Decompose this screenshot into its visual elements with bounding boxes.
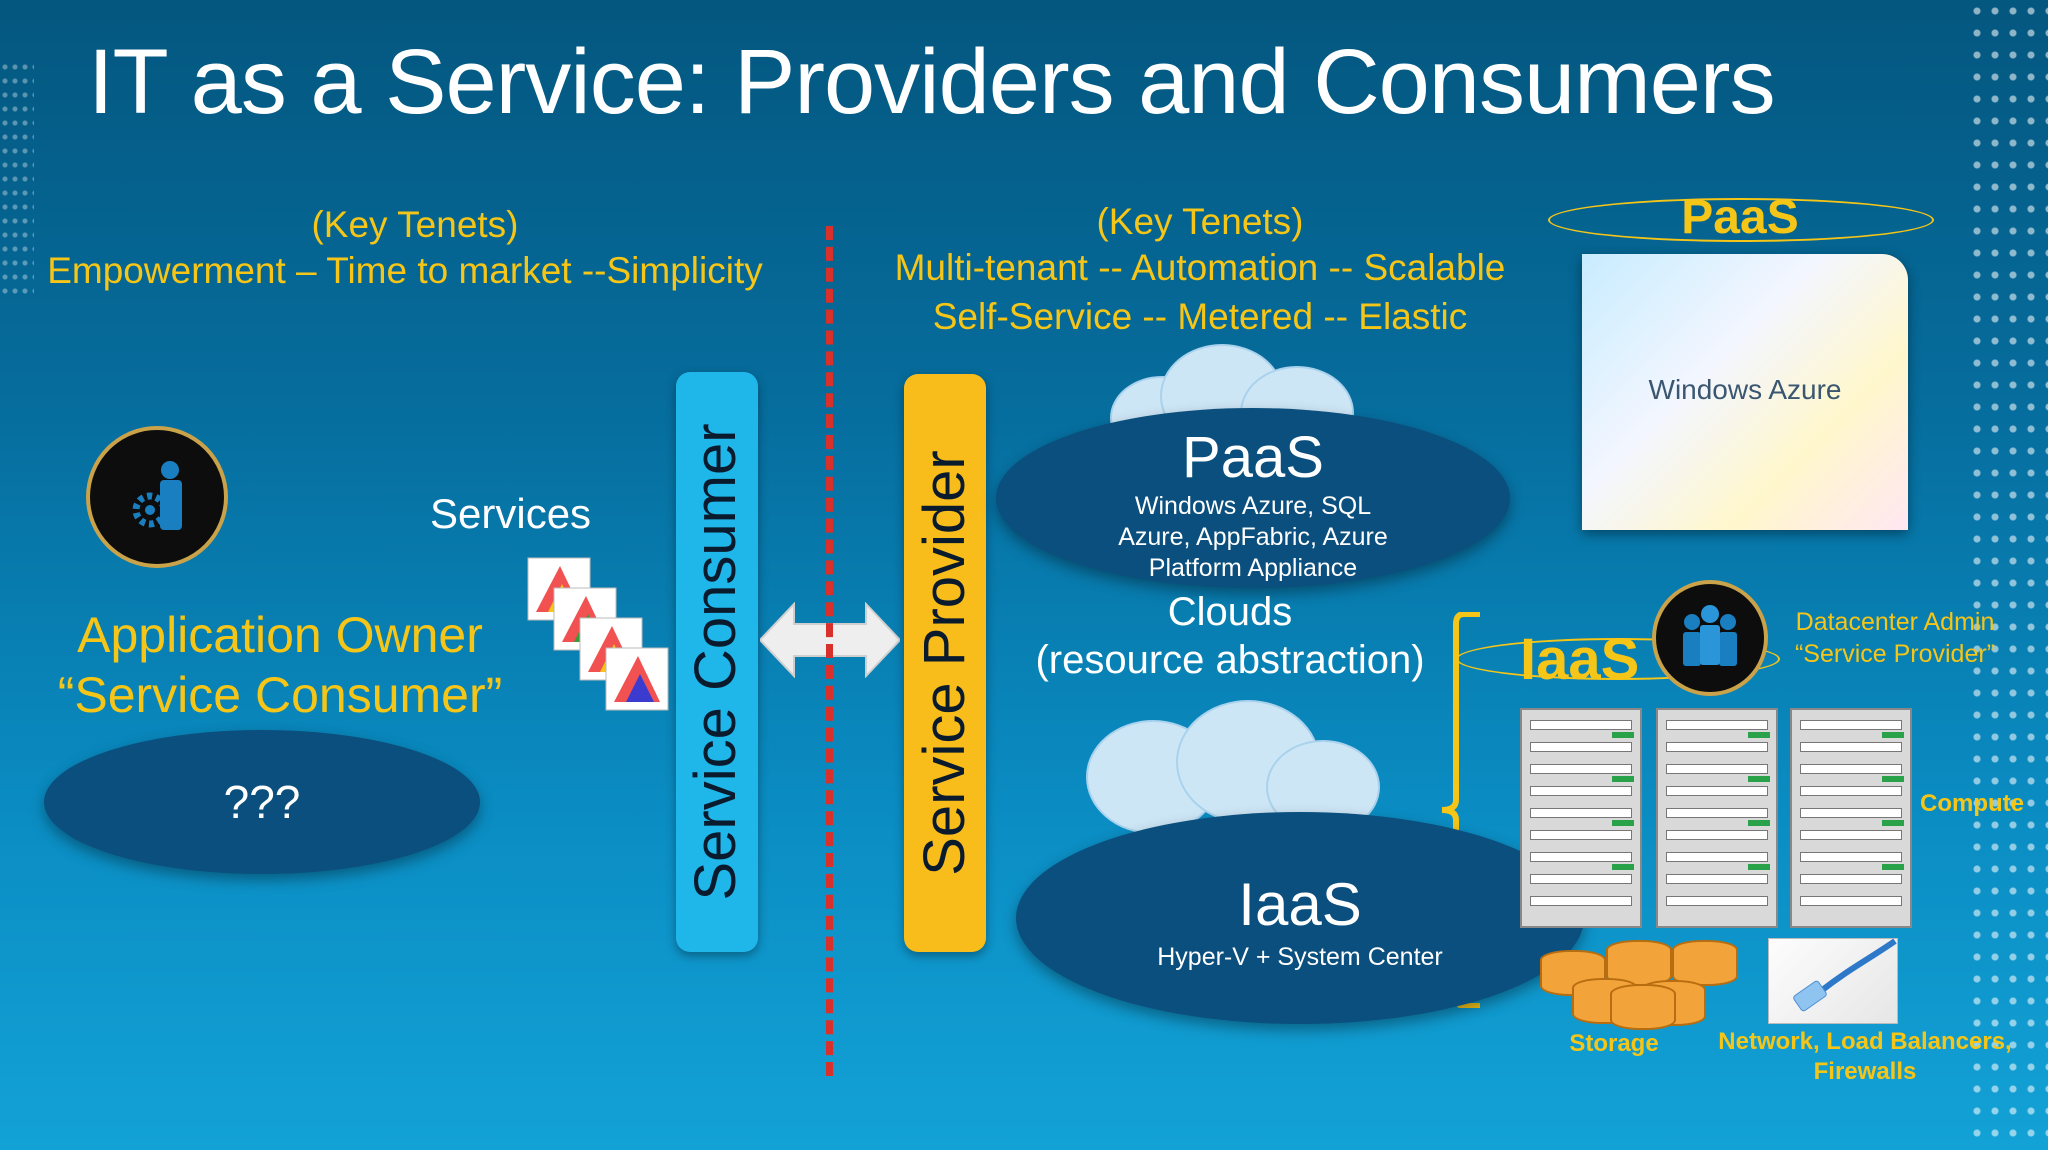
datacenter-admin-icon [1652, 580, 1768, 696]
network-cable-icon [1768, 938, 1898, 1024]
left-tenets: Empowerment – Time to market --Simplicit… [47, 250, 763, 291]
paas-title: PaaS [1182, 425, 1324, 490]
owner-line2: “Service Consumer” [57, 667, 503, 723]
iaas-title: IaaS [1238, 871, 1362, 938]
clouds-sub-label: (resource abstraction) [1035, 638, 1425, 682]
paas-ring [1548, 198, 1934, 242]
clouds-label: Clouds [1167, 590, 1293, 634]
server-rack-icon [1656, 708, 1778, 928]
side-iaas-label: IaaS [1520, 627, 1640, 692]
iaas-description: Hyper-V + System Center [1157, 943, 1443, 971]
owner-line1: Application Owner [77, 607, 483, 663]
service-consumer-bar: Service Consumer [676, 372, 758, 952]
iaas-ellipse: IaaS Hyper-V + System Center [1016, 812, 1584, 1024]
service-provider-label: Service Provider [912, 450, 977, 876]
paas-ellipse: PaaS Windows Azure, SQL Azure, AppFabric… [996, 408, 1510, 588]
services-label: Services [430, 490, 592, 537]
compute-label: Compute [1920, 790, 2024, 817]
network-line2: Firewalls [1813, 1058, 1917, 1085]
side-paas-label: PaaS [1681, 191, 1799, 244]
windows-azure-box: Windows Azure [1582, 254, 1908, 530]
admin-line1: Datacenter Admin [1795, 608, 1995, 636]
unknown-label: ??? [223, 776, 301, 828]
iaas-ring [1456, 638, 1780, 680]
service-consumer-label: Service Consumer [683, 423, 748, 901]
iaas-cloud-icon [1086, 700, 1386, 840]
slide-title: IT as a Service: Providers and Consumers [88, 31, 1776, 133]
server-rack-icon [1520, 708, 1642, 928]
paas-description: Windows Azure, SQL Azure, AppFabric, Azu… [1118, 492, 1388, 582]
services-stack-icon [526, 556, 676, 716]
service-provider-bar: Service Provider [904, 374, 986, 952]
windows-azure-label: Windows Azure [1648, 374, 1842, 405]
unknown-ellipse: ??? [44, 730, 480, 874]
decorative-dot-pattern-left [0, 60, 34, 300]
left-tenets-heading: (Key Tenets) [311, 204, 519, 245]
server-rack-icon [1790, 708, 1912, 928]
admin-line2: “Service Provider” [1794, 640, 1996, 668]
storage-icon [1540, 936, 1760, 1036]
network-line1: Network, Load Balancers, [1718, 1028, 2012, 1055]
consumer-provider-divider [826, 226, 833, 1076]
storage-label: Storage [1569, 1030, 1659, 1057]
application-owner-icon [86, 426, 228, 568]
right-tenets-line2: Self-Service -- Metered -- Elastic [932, 296, 1468, 337]
decorative-dot-pattern [1968, 0, 2048, 1150]
right-tenets-heading: (Key Tenets) [1096, 201, 1304, 242]
right-tenets-line1: Multi-tenant -- Automation -- Scalable [894, 247, 1506, 288]
